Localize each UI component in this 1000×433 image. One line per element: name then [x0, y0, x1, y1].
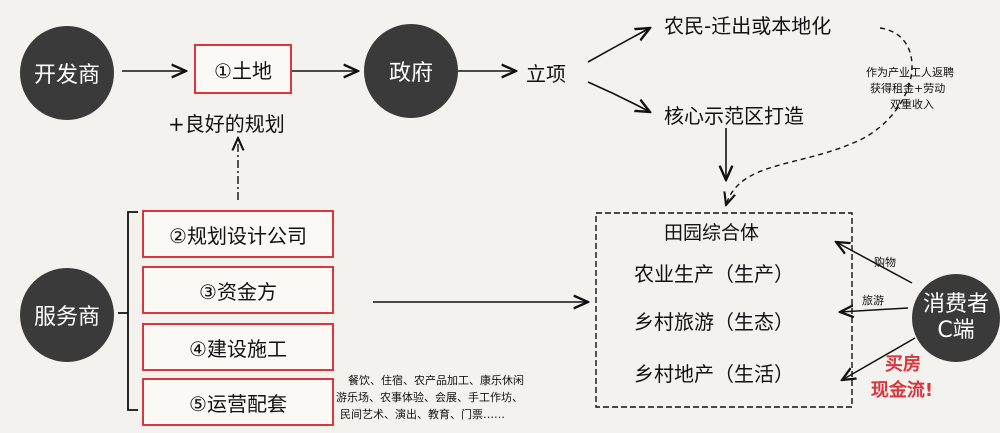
arrow-consumer-house — [842, 337, 916, 380]
consumer-label-1: 消费者 — [922, 292, 989, 317]
construction-label: ④建设施工 — [189, 336, 287, 361]
land-box: ①土地 — [194, 44, 292, 94]
government-node: 政府 — [364, 24, 458, 118]
developer-node: 开发商 — [20, 26, 114, 120]
arrow-approval-farmers — [587, 28, 650, 63]
core-demo-label: 核心示范区打造 — [664, 104, 804, 128]
operation-label: ⑤运营配套 — [189, 391, 287, 416]
service-provider-label: 服务商 — [33, 305, 100, 330]
planning-company-box: ②规划设计公司 — [142, 210, 334, 258]
consumer-node: 消费者 C端 — [912, 274, 1000, 362]
service-bracket — [118, 211, 138, 411]
arrow-consumer-travel — [840, 308, 909, 312]
arrow-consumer-shopping — [836, 242, 913, 284]
rural-tourism-label: 乡村旅游（生态） — [634, 310, 794, 334]
operation-box: ⑤运营配套 — [142, 378, 334, 426]
services-line-3: 民间艺术、演出、教育、门票…… — [340, 408, 505, 421]
consumer-label-2: C端 — [937, 318, 975, 343]
arrow-approval-core — [587, 81, 650, 112]
government-label: 政府 — [388, 61, 433, 86]
service-provider-node: 服务商 — [20, 268, 114, 362]
complex-title: 田园综合体 — [664, 222, 760, 244]
travel-label: 旅游 — [862, 294, 884, 307]
agri-production-label: 农业生产（生产） — [634, 262, 794, 286]
farmer-note-1: 作为产业工人返聘 — [866, 66, 954, 79]
good-planning-label: +良好的规划 — [168, 112, 285, 136]
buy-house-label: 买房 — [885, 354, 921, 375]
services-line-2: 游乐场、农事体验、会展、手工作坊、 — [336, 391, 523, 404]
construction-box: ④建设施工 — [142, 323, 334, 371]
farmer-note-3: 双重收入 — [890, 98, 934, 111]
arrow-farmers-complex — [726, 27, 913, 205]
developer-label: 开发商 — [33, 63, 100, 88]
planning-company-label: ②规划设计公司 — [169, 223, 307, 248]
project-approval-label: 立项 — [526, 62, 566, 86]
farmer-note-2: 获得租金+劳动 — [870, 82, 946, 95]
funder-box: ③资金方 — [142, 266, 334, 314]
services-line-1: 餐饮、住宿、农产品加工、康乐休闲 — [348, 374, 524, 387]
rural-real-estate-label: 乡村地产（生活） — [634, 362, 794, 386]
funder-label: ③资金方 — [199, 279, 277, 304]
cash-flow-label: 现金流! — [870, 380, 934, 401]
farmers-label: 农民-迁出或本地化 — [664, 14, 832, 38]
land-label: ①土地 — [214, 58, 272, 83]
shopping-label: 购物 — [874, 256, 896, 269]
